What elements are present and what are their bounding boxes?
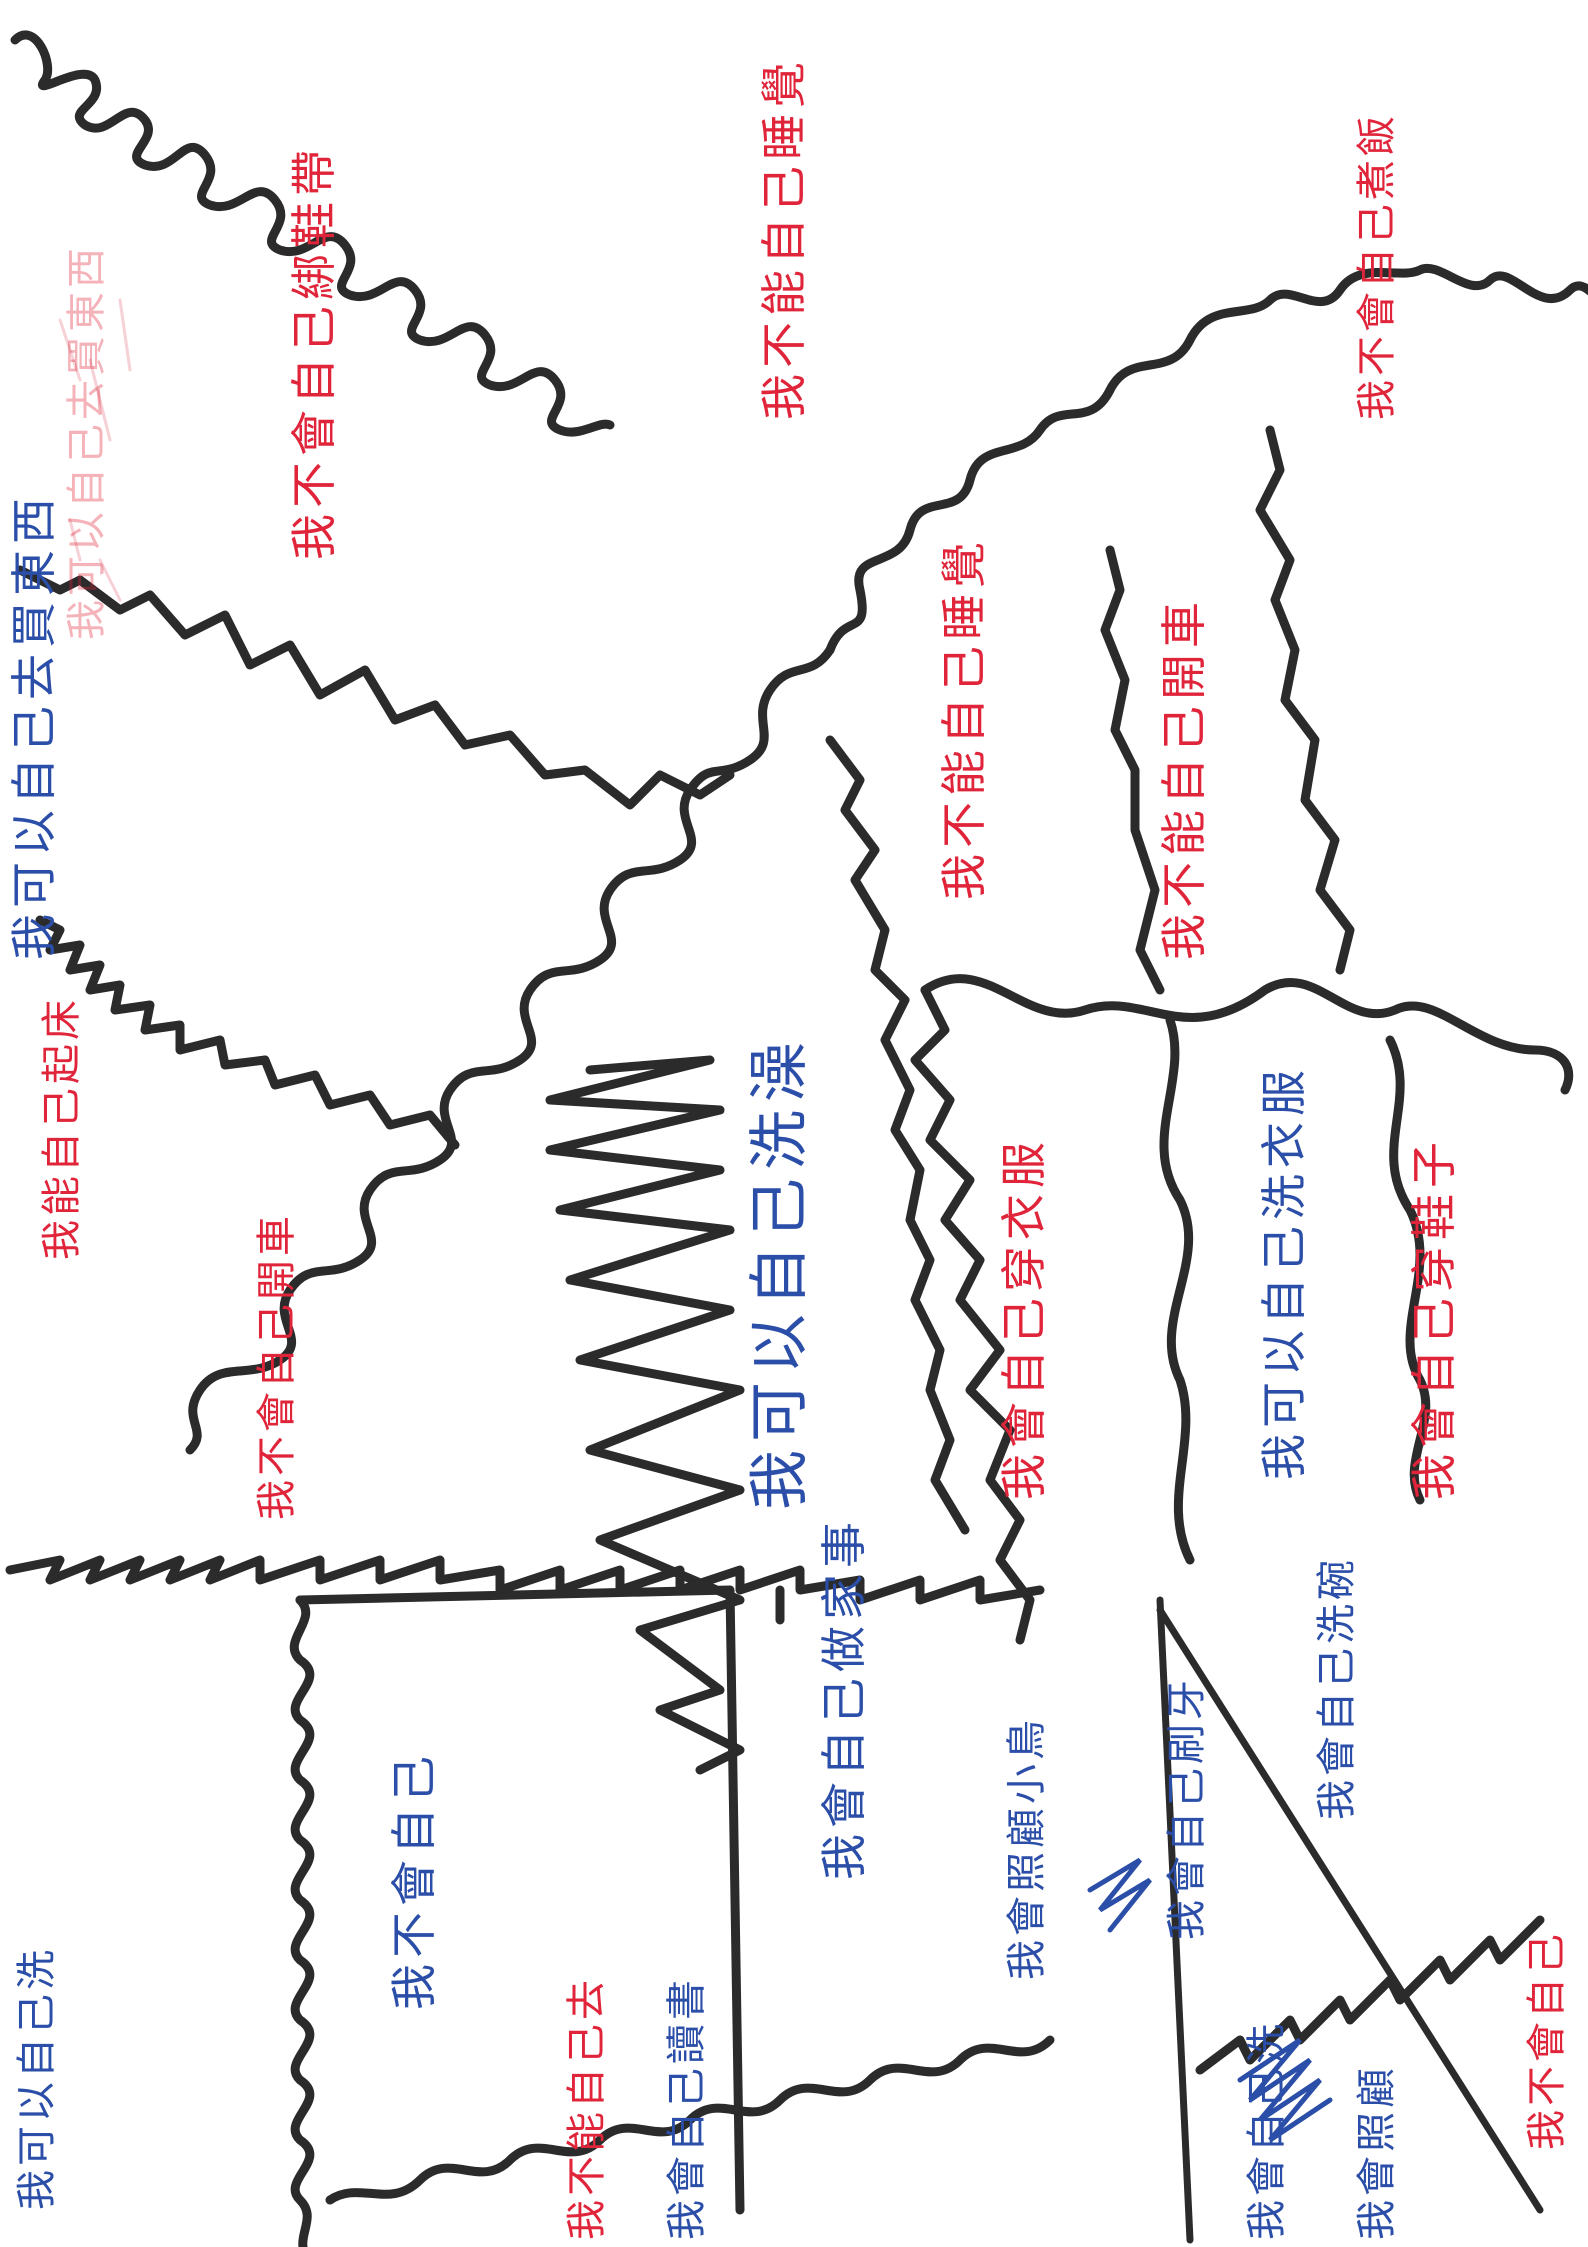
statement-3-faint: 我可以自己去買東西	[64, 244, 110, 640]
wavy-line-left-upper	[20, 570, 730, 805]
statement-2: 我不會自己綁鞋帶	[287, 144, 341, 560]
zigzag-line-left-lower	[40, 920, 455, 1145]
statement-9: 我會自己穿衣服	[997, 1136, 1051, 1500]
statement-4: 我可以自己去買東西	[7, 492, 61, 960]
statement-17: 我不能自己去	[564, 1976, 610, 2240]
statement-8: 我不能自己睡覺	[937, 536, 991, 900]
statements-layer: 我不能自己睡覺 我不會自己綁鞋帶 我可以自己去買東西 我可以自己去買東西 我能自…	[7, 56, 1570, 2240]
statement-19: 我會自己刷牙	[1164, 1676, 1210, 1940]
statement-22: 我會自己洗	[1244, 2020, 1290, 2240]
statement-6: 我不會自己開車	[254, 1212, 300, 1520]
statement-5: 我能自己起床	[39, 996, 85, 1260]
statement-12: 我會自己穿鞋子	[1407, 1136, 1461, 1500]
statement-11: 我不能自己開車	[1157, 596, 1211, 960]
loopy-vertical-lower	[294, 1600, 310, 2247]
jagged-line-4	[1105, 550, 1160, 990]
statement-7: 我可以自己洗澡	[745, 1034, 815, 1510]
statement-21: 我不會自己	[1524, 1930, 1570, 2150]
statement-10: 我可以自己洗衣服	[1257, 1064, 1311, 1480]
scribble-2	[1090, 1860, 1150, 1930]
curve-right-middle	[925, 979, 1569, 1090]
statement-15: 我會自己做家事	[817, 1516, 871, 1880]
statement-23: 我可以自己洗	[14, 1946, 60, 2210]
statement-18: 我會自己讀書	[664, 1976, 710, 2240]
blue-scribbles	[1090, 1860, 1330, 2140]
curve-right-lower	[1164, 1020, 1190, 1560]
statement-13: 我不會自己煮飯	[1354, 112, 1400, 420]
statement-1: 我不能自己睡覺	[757, 56, 811, 420]
jagged-line-3	[1260, 430, 1350, 970]
statement-20: 我會自己洗碗	[1314, 1556, 1360, 1820]
statement-24: 我會照顧	[1354, 2064, 1400, 2240]
statement-14: 我不會自己	[387, 1750, 441, 2010]
central-zigzag	[550, 1060, 740, 1770]
statement-16: 我會照顧小鳥	[1004, 1716, 1050, 1980]
